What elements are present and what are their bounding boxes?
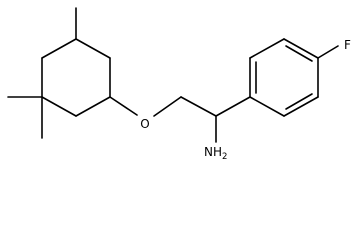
benzene-ring <box>249 38 319 117</box>
oxygen-atom-label: O <box>140 117 149 131</box>
bond <box>283 38 319 59</box>
molecule-structure: O NH2 F <box>7 7 351 162</box>
bond <box>283 96 319 117</box>
bond <box>41 38 77 59</box>
bond <box>249 38 285 59</box>
amine-group-label: NH2 <box>204 145 227 162</box>
bond <box>180 96 217 117</box>
bond <box>41 96 77 117</box>
fluorine-bond <box>317 45 339 59</box>
bond <box>215 96 251 117</box>
bond <box>153 96 182 117</box>
fluorine-atom-label: F <box>344 38 351 52</box>
bond <box>75 38 111 59</box>
double-bond-inner <box>285 45 313 62</box>
bond <box>249 96 285 117</box>
double-bond-inner <box>285 93 313 110</box>
bond <box>75 96 111 117</box>
ether-linkage <box>109 96 217 117</box>
methyl-groups <box>7 7 77 139</box>
bond <box>109 96 138 116</box>
cyclohexane-ring <box>41 38 111 117</box>
